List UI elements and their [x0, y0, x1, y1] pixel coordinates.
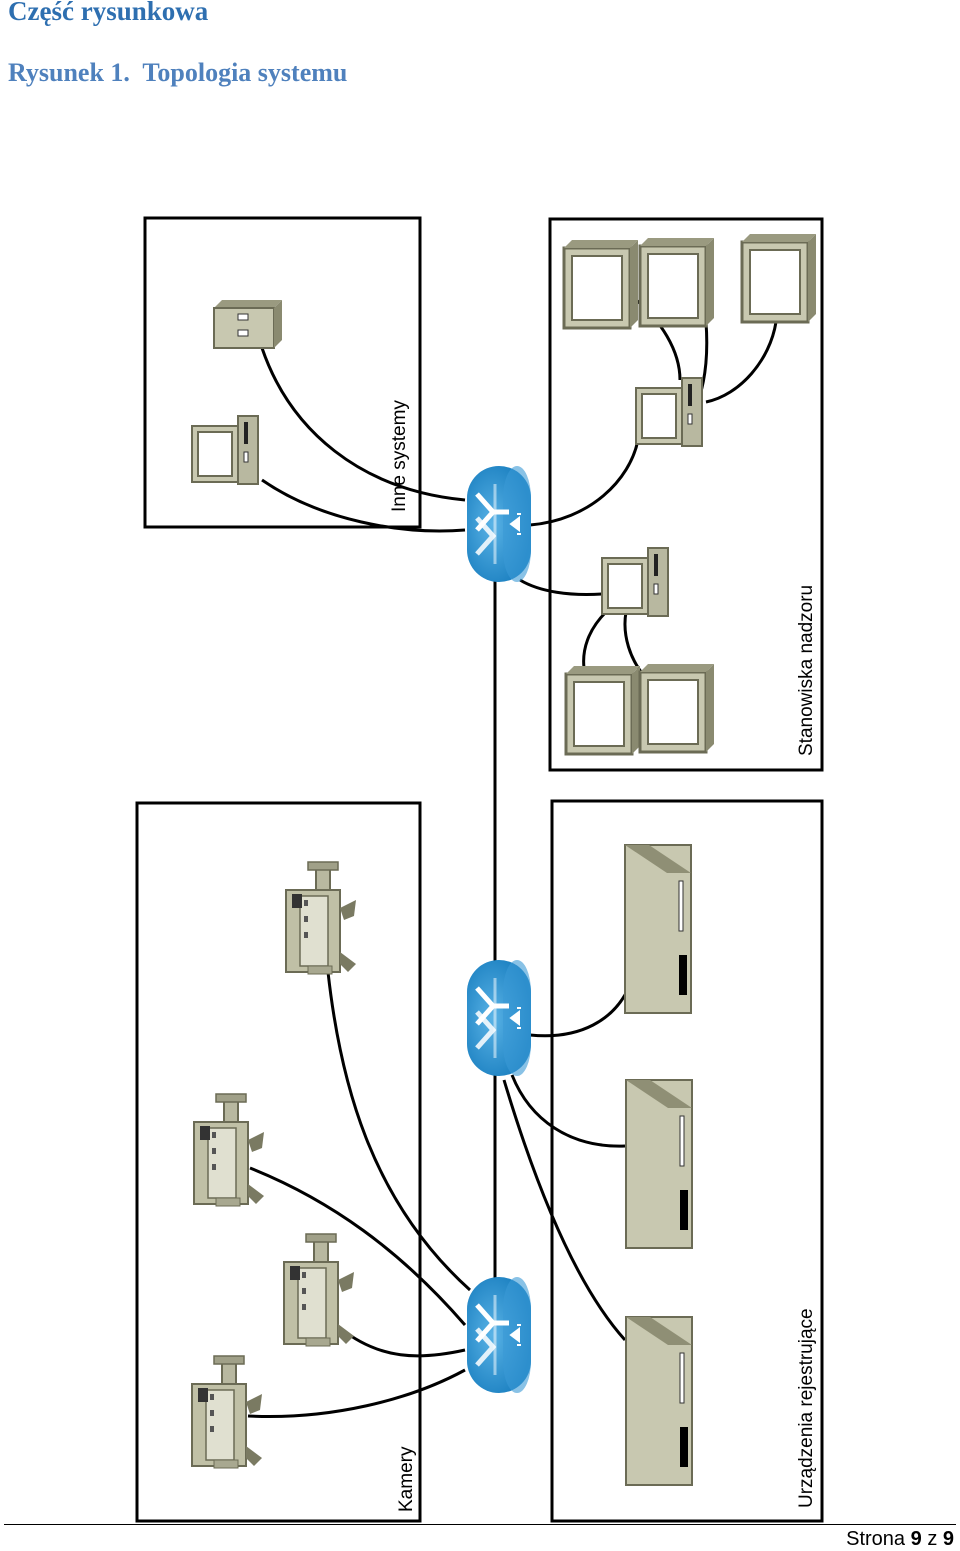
- footer-rule: [4, 1524, 956, 1525]
- figure-caption: Rysunek 1. Topologia systemu: [8, 58, 348, 87]
- page-footer: Strona 9 z 9: [846, 1528, 954, 1551]
- router-middle: [467, 960, 531, 1076]
- footer-page-total: 9: [942, 1528, 954, 1550]
- router-top: [467, 466, 531, 582]
- recorder-1-icon: [624, 844, 692, 1014]
- recorder-3-icon: [625, 1316, 693, 1486]
- cameras-box: [135, 801, 422, 1523]
- section-heading: Część rysunkowa: [8, 0, 209, 26]
- other-systems-label: Inne systemy: [389, 400, 410, 512]
- supervision-monitor-3-icon: [740, 232, 818, 324]
- supervision-monitor-4-icon: [564, 664, 642, 756]
- router-bottom: [467, 1277, 531, 1393]
- footer-separator: z: [927, 1528, 938, 1550]
- supervision-workstation-2-icon: [601, 547, 669, 617]
- other-server-icon: [213, 299, 283, 349]
- other-workstation-icon: [191, 415, 259, 485]
- other-systems-box: [143, 216, 422, 529]
- supervision-monitor-2-icon: [638, 236, 716, 328]
- camera-3-icon: [283, 1233, 355, 1347]
- footer-page-number: 9: [910, 1528, 922, 1550]
- footer-prefix: Strona: [846, 1528, 906, 1550]
- camera-4-icon: [191, 1355, 263, 1469]
- recorders-label: Urządzenia rejestrujące: [796, 1308, 817, 1508]
- recorders-box: [550, 799, 824, 1523]
- supervision-label: Stanowiska nadzoru: [796, 585, 817, 756]
- supervision-box: [548, 217, 824, 772]
- supervision-workstation-1-icon: [635, 377, 703, 447]
- camera-2-icon: [193, 1093, 265, 1207]
- supervision-monitor-5-icon: [638, 662, 716, 754]
- supervision-monitor-1-icon: [562, 238, 640, 330]
- recorder-2-icon: [625, 1079, 693, 1249]
- camera-1-icon: [285, 861, 357, 975]
- cameras-label: Kamery: [396, 1446, 417, 1512]
